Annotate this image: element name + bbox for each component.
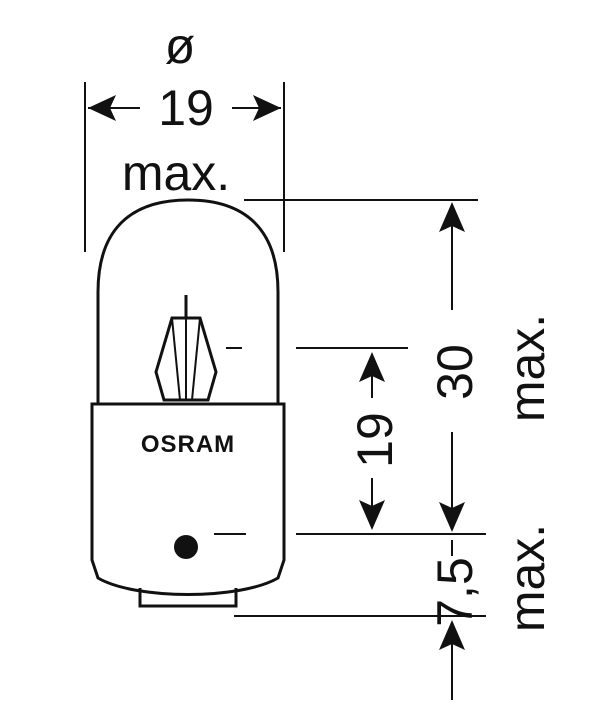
bulb-base: [90, 402, 286, 596]
total-height-value: 30: [427, 344, 483, 400]
diameter-dimension: ø 19 max.: [84, 18, 285, 252]
arrowhead-up-icon: [439, 620, 465, 650]
glass-envelope: [96, 198, 280, 404]
arrowhead-left-icon: [88, 95, 116, 121]
arrowhead-down-icon: [439, 502, 465, 532]
bayonet-pin: [174, 535, 198, 559]
bulb: OSRAM: [90, 198, 286, 608]
arrowhead-down-icon: [359, 500, 385, 530]
arrowhead-up-icon: [359, 352, 385, 382]
contact-tip: [138, 588, 238, 608]
arrowhead-up-icon: [439, 202, 465, 232]
diameter-note: max.: [122, 145, 230, 201]
reference-lines: [214, 199, 486, 617]
arrowhead-right-icon: [253, 95, 281, 121]
brand-logo: OSRAM: [141, 431, 235, 458]
filament-height-dimension: 19: [347, 352, 403, 530]
base-pin-value: 7,5: [427, 557, 483, 627]
filament-height-value: 19: [347, 412, 403, 468]
total-height-note: max.: [499, 314, 555, 422]
diameter-value: 19: [158, 80, 214, 136]
diameter-symbol: ø: [165, 18, 196, 74]
total-height-dimension: 30 max.: [427, 202, 555, 532]
filament: [154, 295, 218, 402]
base-pin-note: max.: [499, 524, 555, 632]
base-pin-dimension: 7,5 max.: [427, 524, 555, 700]
